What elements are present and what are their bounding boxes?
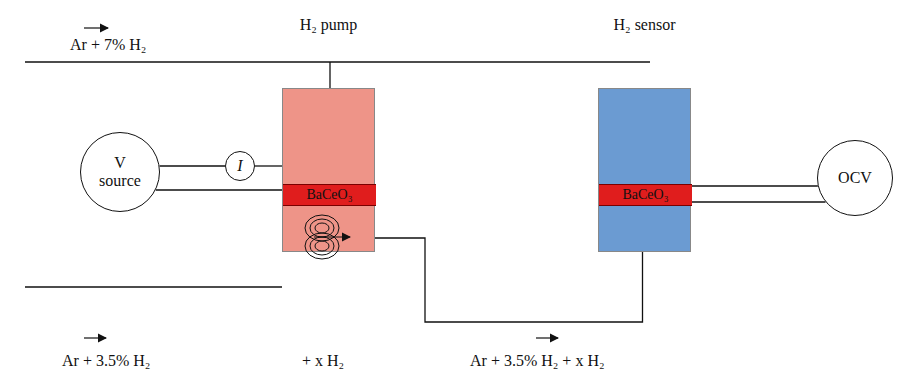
gas-label: Ar + 7% H₂ — [70, 36, 146, 54]
material-label: BaCeO₃ — [622, 187, 668, 202]
voltmeter: OCV — [817, 140, 893, 216]
material-label: BaCeO₃ — [306, 187, 352, 202]
instrument-label: OCV — [838, 169, 872, 187]
wire — [156, 189, 282, 190]
wire — [692, 201, 826, 202]
ammeter: I — [225, 151, 255, 181]
wire — [692, 185, 818, 186]
coil — [305, 215, 350, 259]
wire — [160, 165, 225, 166]
inlet-line — [25, 61, 650, 62]
carrier-line — [25, 286, 282, 287]
instrument-label: I — [237, 157, 242, 175]
wire — [255, 165, 282, 166]
electrolyte-band: BaCeO₃ — [599, 184, 692, 206]
gas-label: Ar + 3.5% H₂ — [62, 352, 150, 370]
flow-arrow — [84, 27, 108, 28]
sensor-box: H₂ sensorBaCeO₃ — [598, 88, 691, 252]
instrument-label: V source — [98, 154, 142, 189]
unit-heading: H₂ sensor — [613, 16, 675, 34]
voltage-source: V source — [80, 132, 160, 212]
unit-heading: H₂ pump — [300, 16, 358, 34]
gas-label: + x H₂ — [302, 352, 344, 370]
inlet-drop — [329, 62, 330, 88]
flow-arrow — [84, 337, 106, 338]
gas-label: Ar + 3.5% H₂ + x H₂ — [470, 352, 605, 370]
electrolyte-band: BaCeO₃ — [283, 184, 376, 206]
flow-arrow — [536, 337, 558, 338]
